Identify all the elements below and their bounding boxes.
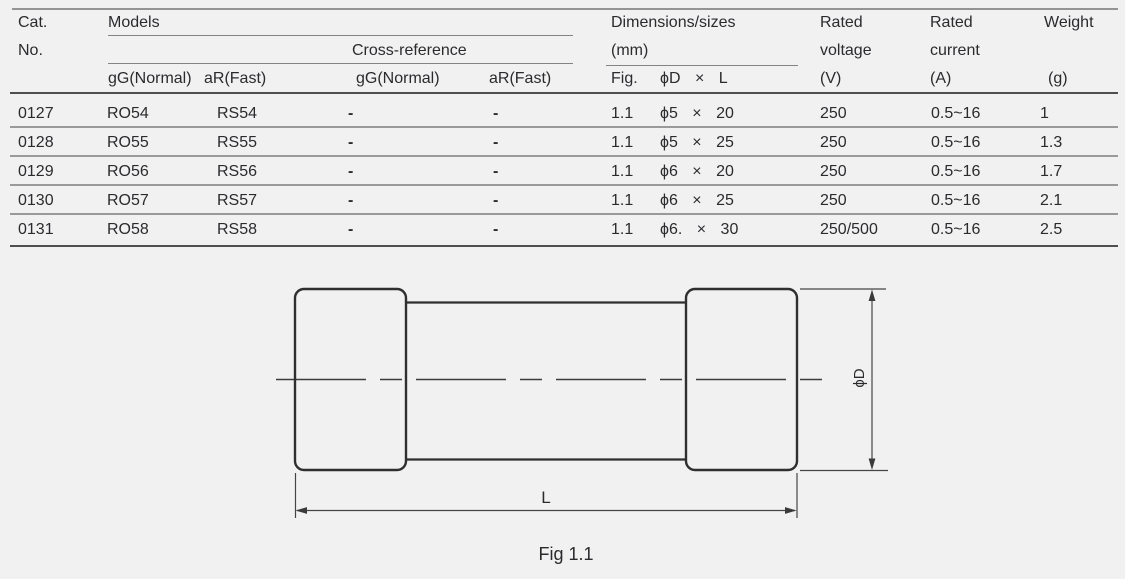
cell-model-gg: RO57 — [107, 192, 149, 209]
figure-caption: Fig 1.1 — [538, 544, 594, 564]
cell-fig: 1.1 — [611, 192, 634, 209]
header-rated-voltage-2: voltage — [820, 42, 872, 59]
cell-size: ϕ6 × 20 — [660, 163, 734, 180]
header-dimensions-mm: (mm) — [611, 42, 649, 59]
header-ar-fast-cross: aR(Fast) — [489, 70, 552, 87]
header-dimensions: Dimensions/sizes — [611, 14, 736, 31]
cell-cross-ar: - — [493, 134, 499, 151]
cell-voltage: 250 — [820, 163, 847, 180]
fuse-right-cap — [684, 287, 799, 472]
cell-cross-ar: - — [493, 163, 499, 180]
models-underline — [108, 35, 573, 37]
cell-size: ϕ5 × 20 — [660, 105, 734, 122]
header-fig: Fig. — [611, 70, 638, 87]
header-weight-unit: (g) — [1048, 70, 1068, 87]
cell-model-gg: RO56 — [107, 163, 149, 180]
cell-model-ar: RS55 — [217, 134, 258, 151]
cell-model-gg: RO55 — [107, 134, 149, 151]
cell-weight: 2.5 — [1040, 221, 1063, 238]
header-rated-voltage-1: Rated — [820, 14, 863, 31]
length-label: L — [541, 488, 550, 507]
cell-cat-no: 0130 — [18, 192, 54, 209]
cell-cross-gg: - — [348, 221, 354, 238]
header-models: Models — [108, 14, 160, 31]
header-size: ϕD × L — [660, 70, 728, 87]
cell-size: ϕ5 × 25 — [660, 134, 734, 151]
cell-fig: 1.1 — [611, 221, 634, 238]
cell-model-ar: RS58 — [217, 221, 258, 238]
arrow-right-icon — [785, 507, 797, 514]
cell-current: 0.5~16 — [931, 105, 981, 122]
cell-model-ar: RS54 — [217, 105, 258, 122]
cell-cross-ar: - — [493, 192, 499, 209]
header-ar-fast-models: aR(Fast) — [204, 70, 267, 87]
cell-voltage: 250 — [820, 105, 847, 122]
cell-cat-no: 0131 — [18, 221, 54, 238]
cell-cross-gg: - — [348, 163, 354, 180]
cell-cat-no: 0127 — [18, 105, 54, 122]
cell-cross-ar: - — [493, 221, 499, 238]
cell-model-ar: RS56 — [217, 163, 258, 180]
fuse-left-cap — [293, 287, 408, 472]
cell-weight: 1.3 — [1040, 134, 1063, 151]
row-separator — [10, 213, 1118, 215]
table-bottom-rule — [10, 245, 1118, 247]
header-gg-normal-models: gG(Normal) — [108, 70, 192, 87]
cell-current: 0.5~16 — [931, 163, 981, 180]
cell-current: 0.5~16 — [931, 221, 981, 238]
cross-reference-underline — [108, 63, 573, 65]
arrow-left-icon — [295, 507, 307, 514]
cell-model-gg: RO54 — [107, 105, 149, 122]
cell-model-ar: RS57 — [217, 192, 258, 209]
cell-cross-ar: - — [493, 105, 499, 122]
header-bottom-rule — [10, 92, 1118, 94]
header-gg-normal-cross: gG(Normal) — [356, 70, 440, 87]
row-separator — [10, 126, 1118, 128]
cell-fig: 1.1 — [611, 134, 634, 151]
header-rated-voltage-unit: (V) — [820, 70, 842, 87]
cell-current: 0.5~16 — [931, 192, 981, 209]
cell-voltage: 250 — [820, 134, 847, 151]
header-cat: Cat. — [18, 14, 48, 31]
header-weight: Weight — [1044, 14, 1094, 31]
cell-weight: 2.1 — [1040, 192, 1063, 209]
cell-voltage: 250 — [820, 192, 847, 209]
cell-cross-gg: - — [348, 105, 354, 122]
row-separator — [10, 155, 1118, 157]
cell-cross-gg: - — [348, 134, 354, 151]
cell-weight: 1.7 — [1040, 163, 1063, 180]
cell-current: 0.5~16 — [931, 134, 981, 151]
cell-size: ϕ6 × 25 — [660, 192, 734, 209]
header-no: No. — [18, 42, 43, 59]
cell-model-gg: RO58 — [107, 221, 149, 238]
cell-fig: 1.1 — [611, 105, 634, 122]
arrow-down-icon — [868, 458, 876, 470]
header-rated-current-1: Rated — [930, 14, 973, 31]
cell-voltage: 250/500 — [820, 221, 878, 238]
cell-cat-no: 0129 — [18, 163, 54, 180]
row-separator — [10, 184, 1118, 186]
header-rated-current-2: current — [930, 42, 980, 59]
cell-cat-no: 0128 — [18, 134, 54, 151]
dimensions-underline — [606, 65, 798, 67]
cell-weight: 1 — [1040, 105, 1049, 122]
arrow-up-icon — [868, 289, 876, 301]
cell-size: ϕ6. × 30 — [660, 221, 739, 238]
cell-cross-gg: - — [348, 192, 354, 209]
header-cross-reference: Cross-reference — [352, 42, 467, 59]
diameter-label: ϕD — [851, 368, 868, 387]
table-top-rule — [12, 8, 1118, 10]
header-rated-current-unit: (A) — [930, 70, 952, 87]
cell-fig: 1.1 — [611, 163, 634, 180]
